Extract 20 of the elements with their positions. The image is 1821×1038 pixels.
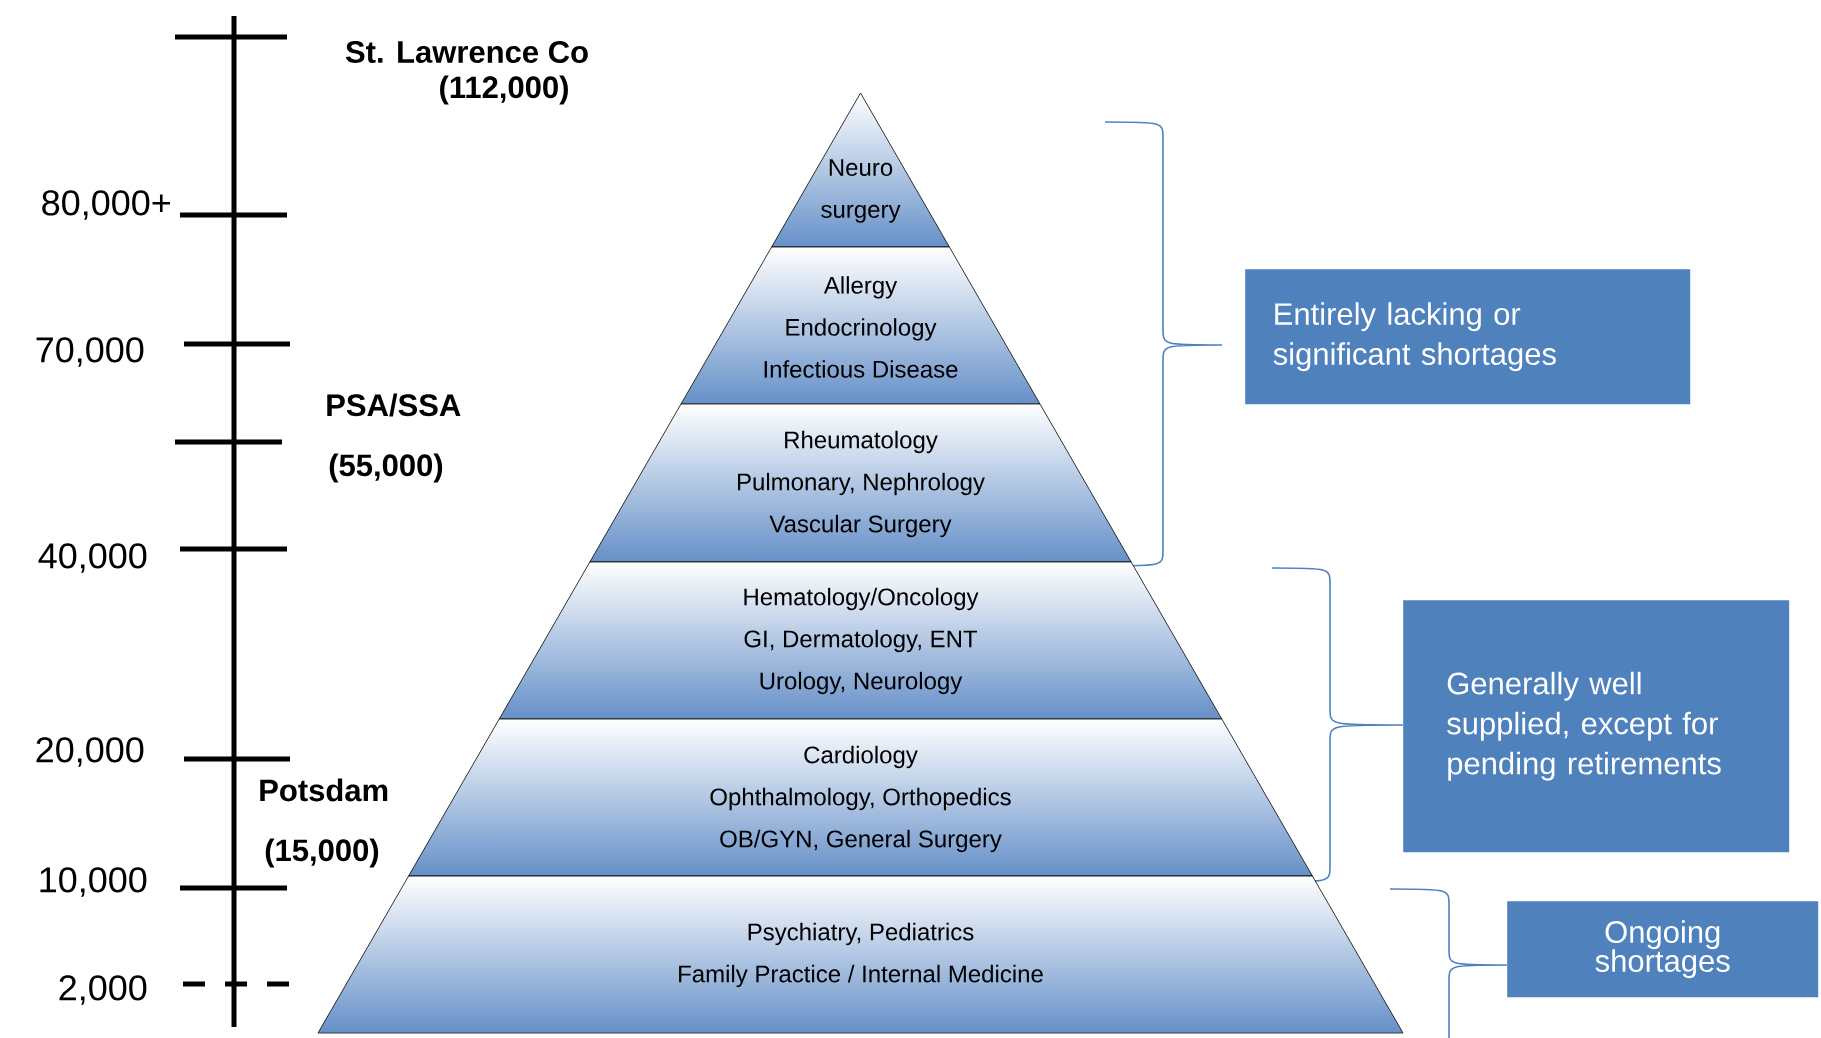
- callout-box: Entirely lacking or significant shortages: [1245, 269, 1691, 405]
- tick-label: 40,000: [38, 543, 147, 573]
- region-label: (15,000): [265, 838, 379, 868]
- region-label: (55,000): [329, 453, 443, 483]
- callout-box: Generally well supplied, except for pending retirements: [1403, 600, 1790, 853]
- tick-label: 70,000: [36, 337, 144, 367]
- region-label: (112,000): [440, 75, 568, 105]
- pyramid-layer: Psychiatry, Pediatrics Family Practice / Internal Medicine: [317, 875, 1404, 1034]
- pyramid-layer: Hematology/Oncology GI, Dermatology, ENT Urology, Neurology: [498, 561, 1223, 720]
- pyramid-layer: Rheumatology Pulmonary, Nephrology Vascular Surgery: [589, 403, 1132, 563]
- pyramid-layer: Neuro surgery: [771, 92, 950, 248]
- region-label: St. Lawrence Co: [345, 41, 588, 63]
- tick-label: 10,000: [40, 867, 147, 897]
- tick-label: 80,000+: [42, 190, 170, 220]
- tick-label: 20,000: [36, 737, 144, 767]
- tick-label: 2,000: [59, 975, 147, 1005]
- region-label: PSA/SSA: [327, 393, 461, 417]
- callout-box: Ongoing shortages: [1507, 901, 1819, 998]
- pyramid-layer: Cardiology Ophthalmology, Orthopedics OB/GYN, General Surgery: [408, 718, 1313, 877]
- region-label: Potsdam: [260, 778, 388, 802]
